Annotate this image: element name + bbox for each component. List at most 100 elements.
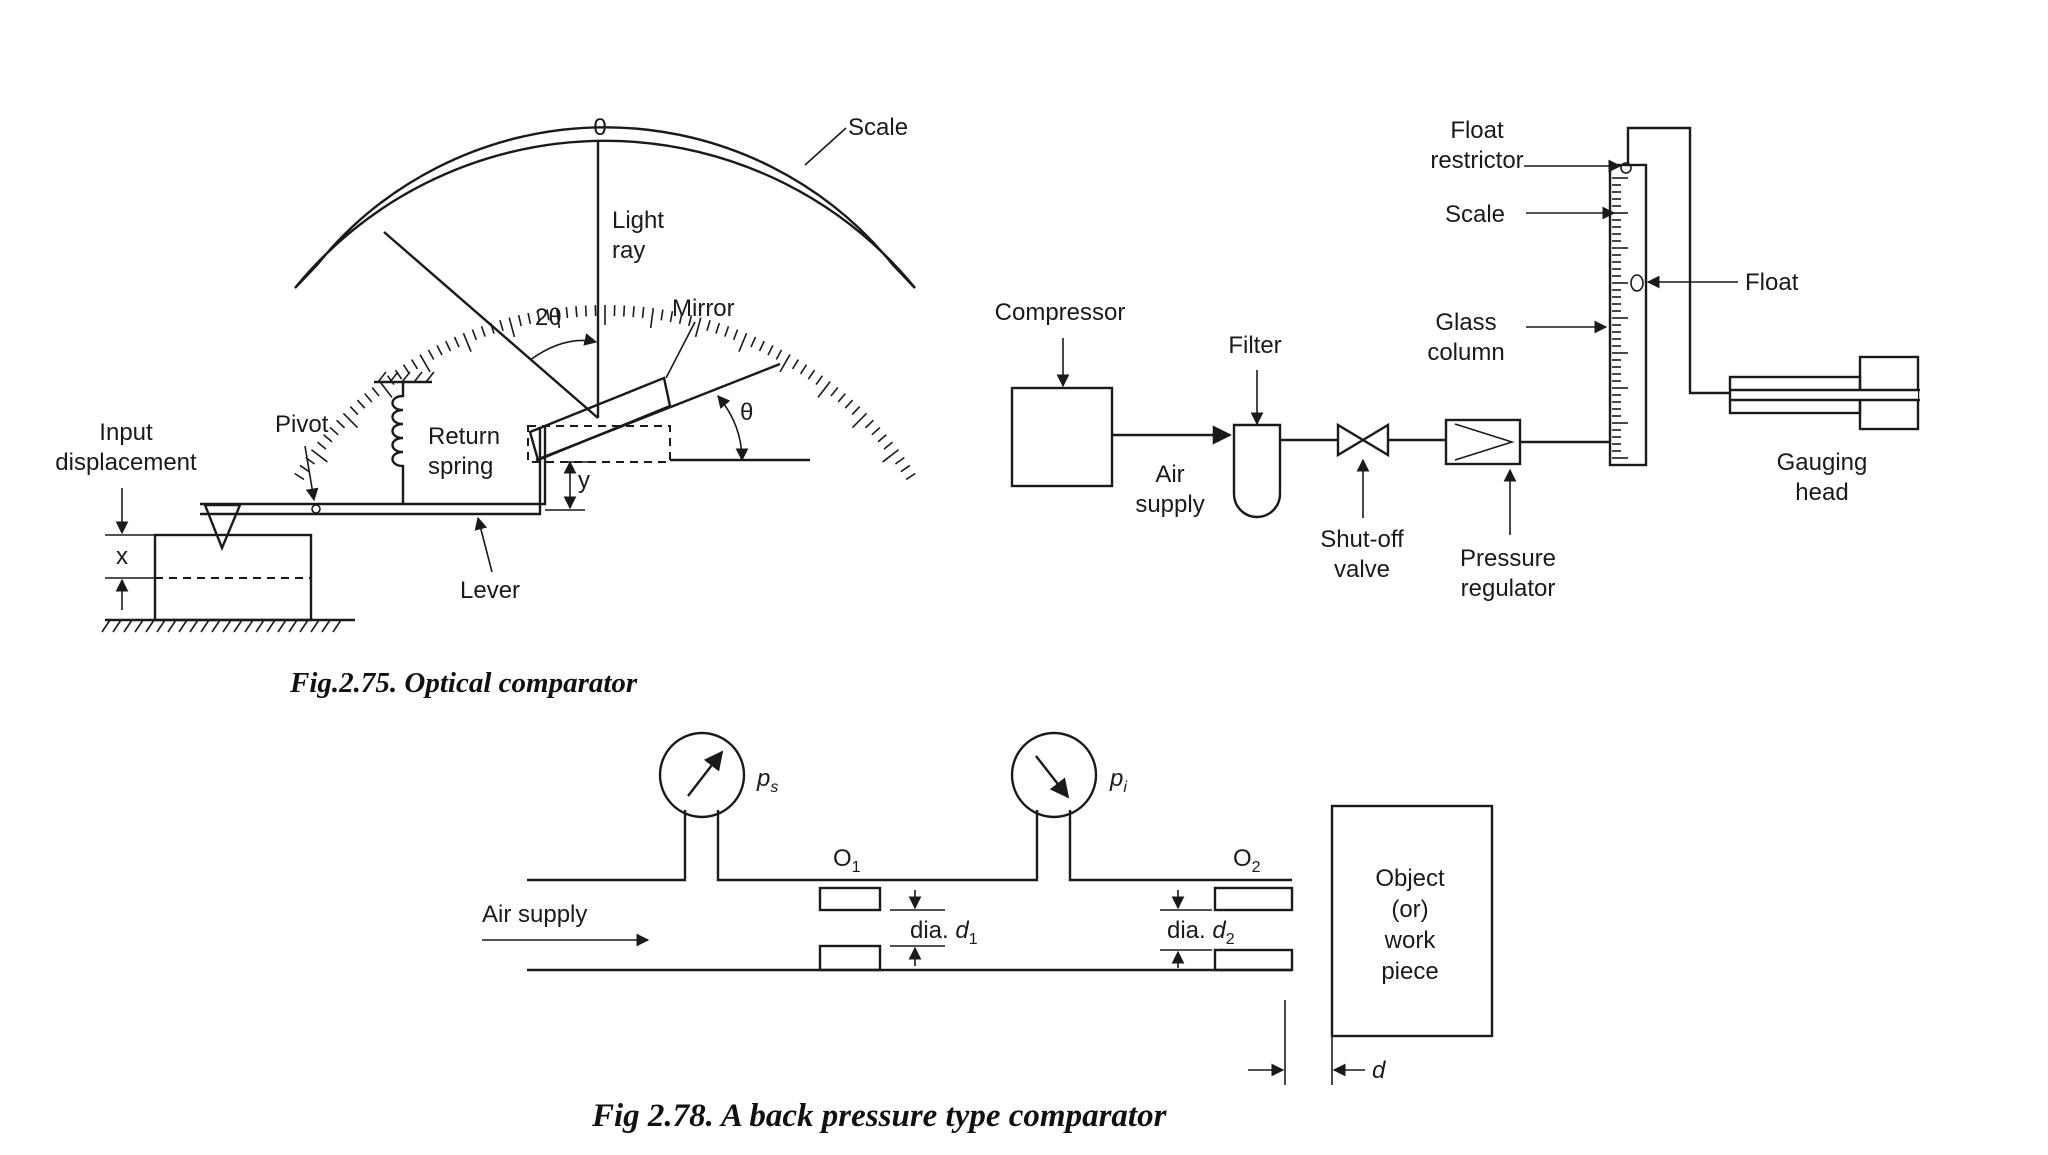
shutoff-valve [1336,422,1390,458]
pipe-top-right [1068,810,1292,882]
scale-tick [660,309,664,321]
scale-tick [436,344,443,356]
ground-hatch-line [310,619,320,633]
gauge-pi [1010,731,1098,819]
filter [1232,423,1282,519]
d2-subscript: 2 [1226,931,1235,948]
ground-hatch-line [123,619,133,633]
ground-hatch-line [266,619,276,633]
scale-tick [767,344,774,356]
float-restrictor-label: Float restrictor [1430,117,1523,174]
scale-tick [555,308,561,329]
label-line: Light [612,207,664,234]
label-line: Input [99,419,153,446]
scale-tick [706,320,711,332]
scale-tick [336,419,346,429]
pivot-leader [304,445,319,502]
scale-tick [864,419,874,429]
d1-subscript: 1 [969,931,978,948]
scale-tick [882,449,900,463]
scale-tick [316,441,327,450]
label-line: Pressure [1460,545,1556,572]
back-pressure-comparator: ps pi O1 dia. d1 O2 dia. d2 Air supply O… [482,731,1494,1134]
scale-tick [851,406,861,416]
scale-tick [444,340,452,352]
label-line: regulator [1461,575,1556,602]
label-line: valve [1334,556,1390,583]
scale-tick [584,305,588,317]
pivot [311,504,321,514]
scale-tick [349,406,359,416]
ground-hatch-line [299,619,309,633]
orifice-o1-top [818,886,882,912]
x-label: x [116,543,128,570]
scale-tick [724,325,730,337]
scale-tick [815,375,824,386]
o2-label: O2 [1233,845,1261,876]
spring-hatch [377,371,435,383]
ground-hatch-line [288,619,298,633]
orifice-o1-bottom [818,944,882,972]
scale-tick [649,308,655,329]
scale-tick [688,315,693,327]
scale-tick [323,434,333,443]
ground-hatch-line [332,619,342,633]
scale-tick [738,332,748,352]
ps-subscript: s [770,779,778,796]
gauge-ps [658,731,746,819]
work-piece [1330,804,1494,1038]
float-label: Float [1745,269,1799,296]
scale-tick [632,306,635,318]
regulator-symbol [1454,423,1515,461]
label-line: restrictor [1430,147,1523,174]
ground-hatch-line [134,619,144,633]
ground-hatch-line [211,619,221,633]
scale-tick [342,412,359,429]
label-line: Float [1450,117,1504,144]
d2-prefix: dia. [1167,917,1212,944]
ground-hatch-line [145,619,155,633]
mirror [528,376,672,462]
scale-tick [527,312,532,325]
scale-tick [471,329,478,341]
scale-tick [758,340,766,352]
work-piece-label-line: Object [1375,865,1445,892]
glass-column [1608,163,1648,467]
work-piece-label-line: (or) [1391,896,1428,923]
air-supply-label-bp: Air supply [482,901,587,928]
scale-tick [329,426,339,436]
scale-label: Scale [848,114,908,141]
o1-subscript: 1 [852,859,861,876]
label-line: supply [1135,491,1204,518]
lever-tip [203,503,242,552]
optical-caption: Fig.2.75. Optical comparator [289,667,638,699]
lever [200,426,547,506]
scale-arc-band [294,126,916,289]
scale-tick [900,464,911,473]
scale-tick [310,449,328,463]
scale-tick [427,349,435,360]
column-scale-ticks [1612,177,1628,459]
scale-tick [694,317,702,338]
label-line: spring [428,453,493,480]
scale-tick [371,386,380,397]
scale-tick [894,456,905,465]
base-hatch [101,619,342,633]
pi-subscript: i [1123,779,1127,796]
scale-tick [536,311,541,323]
y-label: y [578,467,590,494]
label-line: ray [612,237,645,264]
o1-letter: O [833,845,852,872]
scale-tick [669,311,674,323]
filter-label: Filter [1228,332,1281,359]
two-theta-arc [529,333,598,361]
scale-tick [453,336,460,348]
two-theta-label: 2θ [535,304,562,331]
scale-tick [379,380,393,398]
ps-letter: p [756,765,770,792]
